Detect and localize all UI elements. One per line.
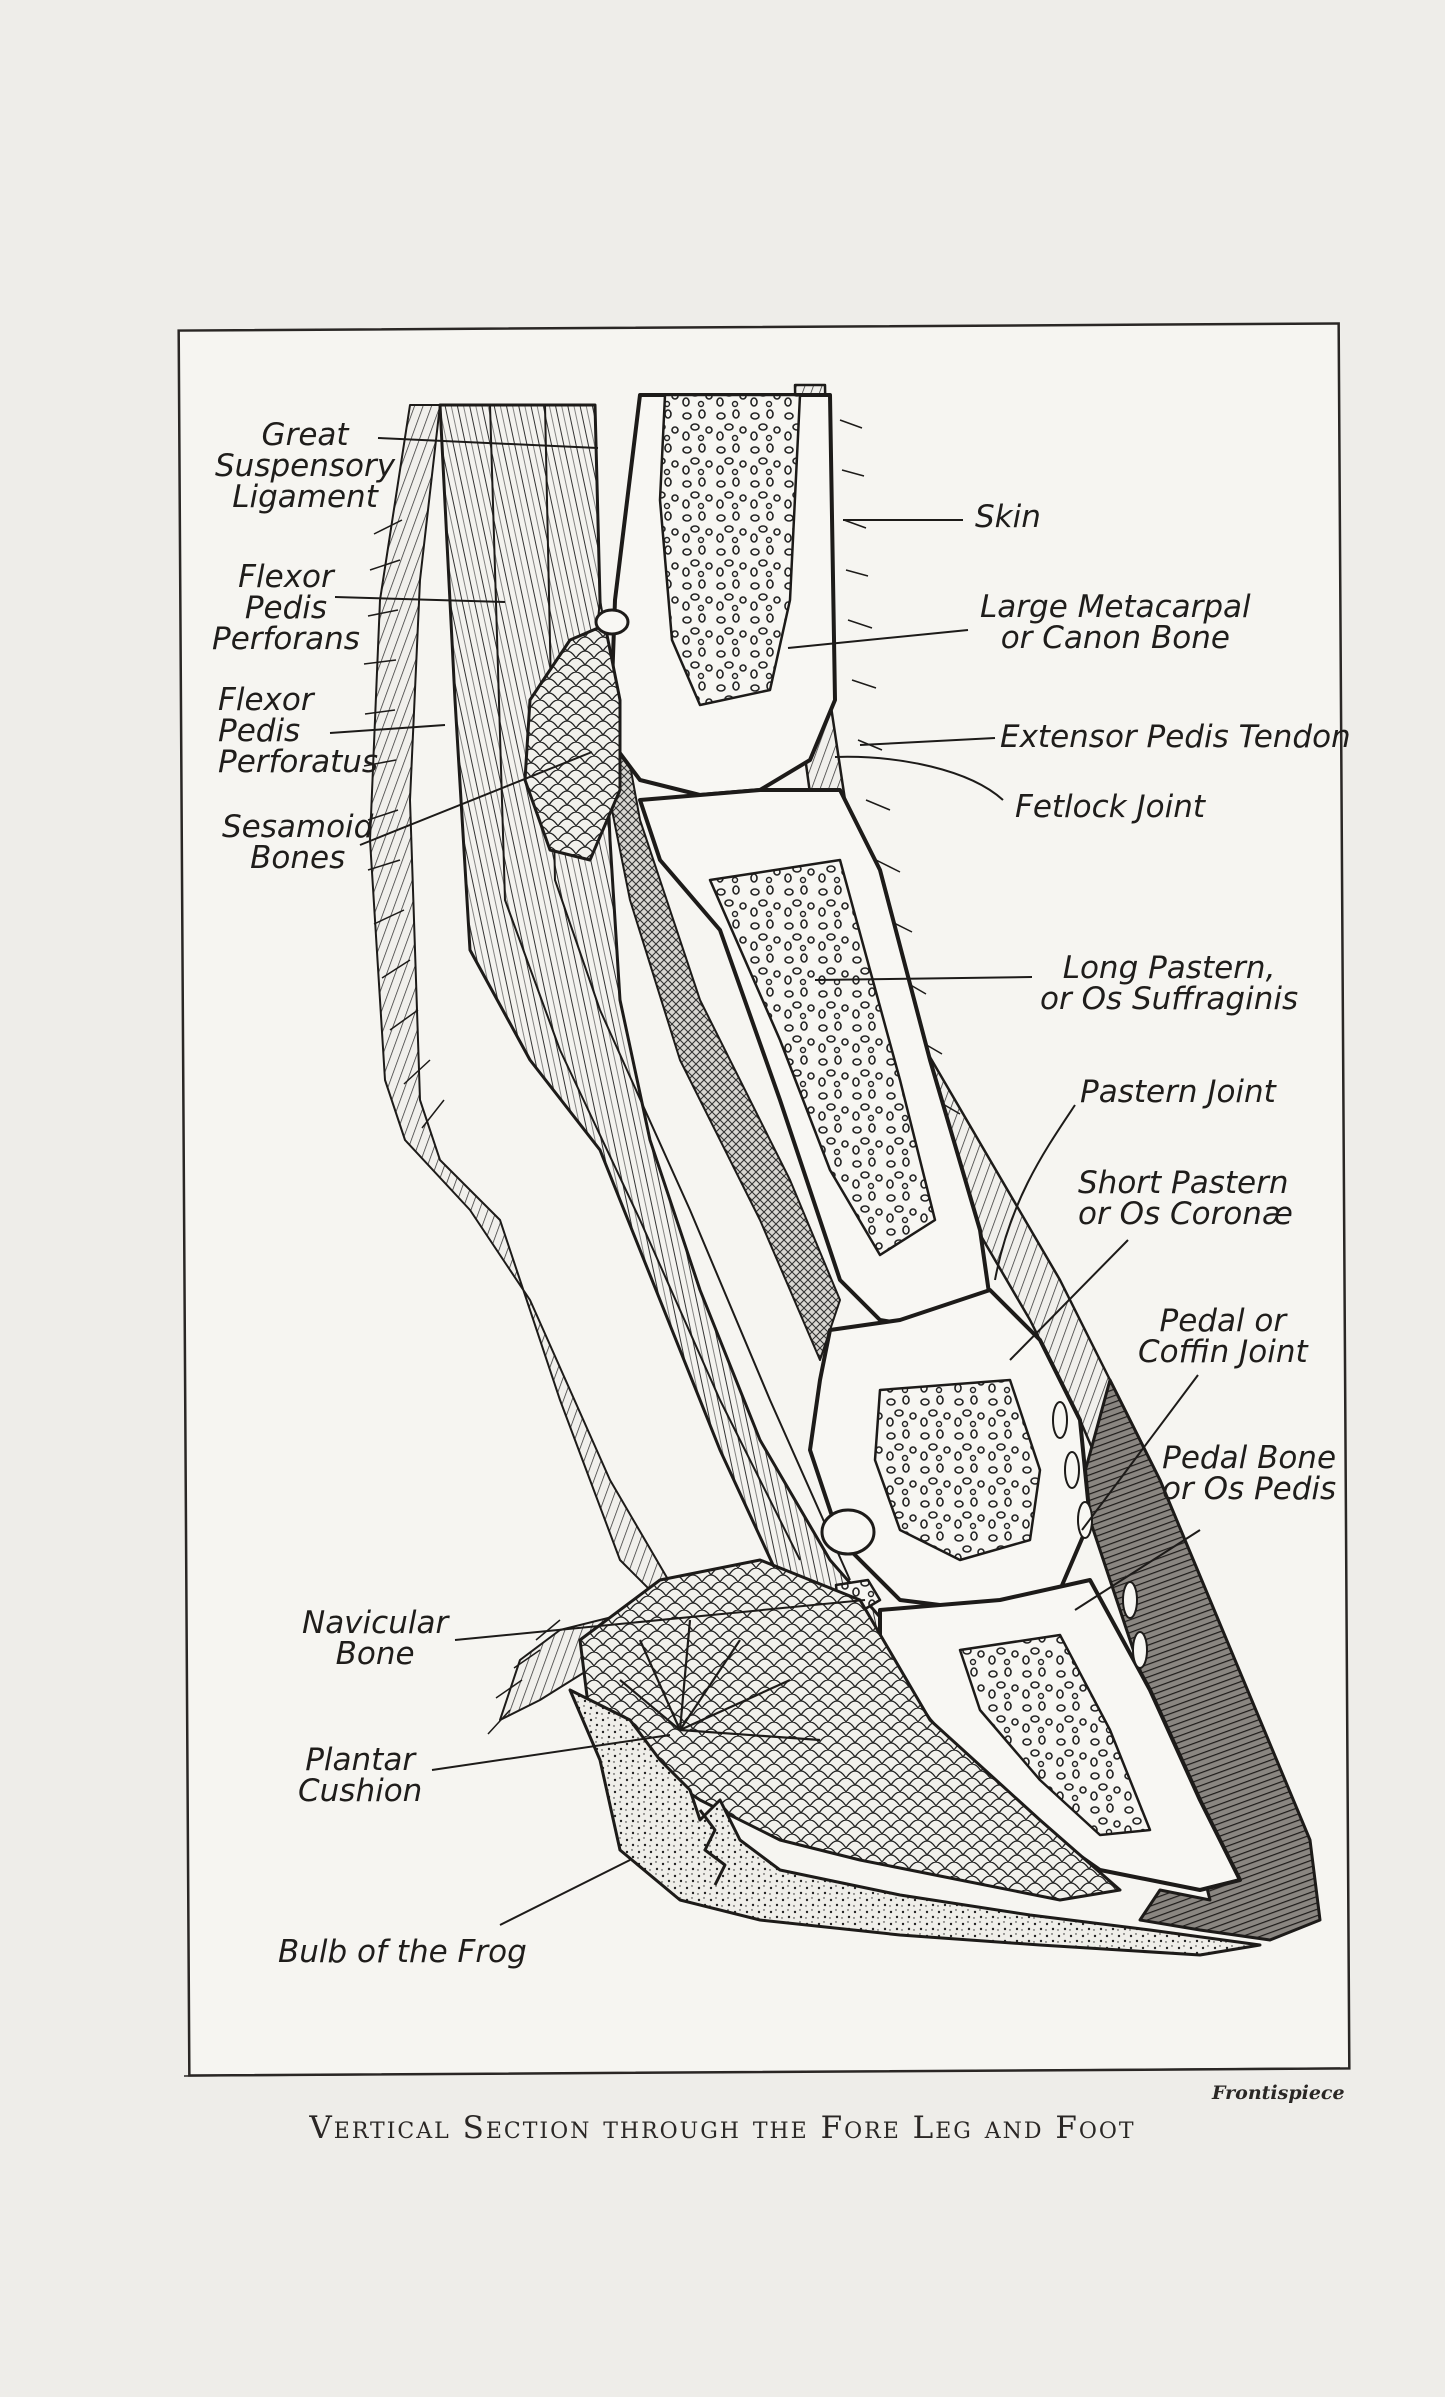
label-short-pastern: Short Pastern or Os Coronæ [1078,1165,1293,1232]
label-bulb-of-the-frog: Bulb of the Frog [278,1934,527,1970]
frame-bottom-rule [183,2067,1341,2077]
frog [568,1688,1262,1957]
ligament-band [589,599,841,1361]
laminae [1052,1401,1148,1669]
label-extensor-pedis-tendon: Extensor Pedis Tendon [1000,719,1351,755]
label-pedal-coffin-joint: Pedal or Coffin Joint [1138,1303,1308,1370]
label-plantar-cushion: Plantar Cushion [298,1742,423,1809]
label-great-suspensory-ligament: Great Suspensory Ligament [215,417,396,515]
hoof-wall [1078,1378,1322,1942]
cushion-rays [619,1619,821,1742]
frontispiece-label: Frontispiece [1212,2082,1345,2104]
navicular-bone [820,1508,876,1556]
label-sesamoid-bones: Sesamoid Bones [222,809,374,876]
anterior-hair [839,419,961,1115]
label-pedal-bone: Pedal Bone or Os Pedis [1162,1440,1337,1507]
fore-leg-section [363,383,1322,1957]
sesamoid-bones [523,623,622,862]
plate-caption: Vertical Section through the Fore Leg an… [309,2110,1136,2146]
label-pastern-joint: Pastern Joint [1080,1074,1276,1110]
leader-lines [329,437,1201,1926]
label-skin: Skin [975,499,1041,535]
label-flexor-pedis-perforans: Flexor Pedis Perforans [212,559,360,657]
label-fetlock-joint: Fetlock Joint [1015,789,1206,825]
label-long-pastern: Long Pastern, or Os Suffraginis [1040,950,1299,1017]
label-flexor-pedis-perforatus: Flexor Pedis Perforatus [218,682,379,780]
label-large-metacarpal: Large Metacarpal or Canon Bone [980,589,1251,656]
label-navicular-bone: Navicular Bone [302,1605,449,1672]
